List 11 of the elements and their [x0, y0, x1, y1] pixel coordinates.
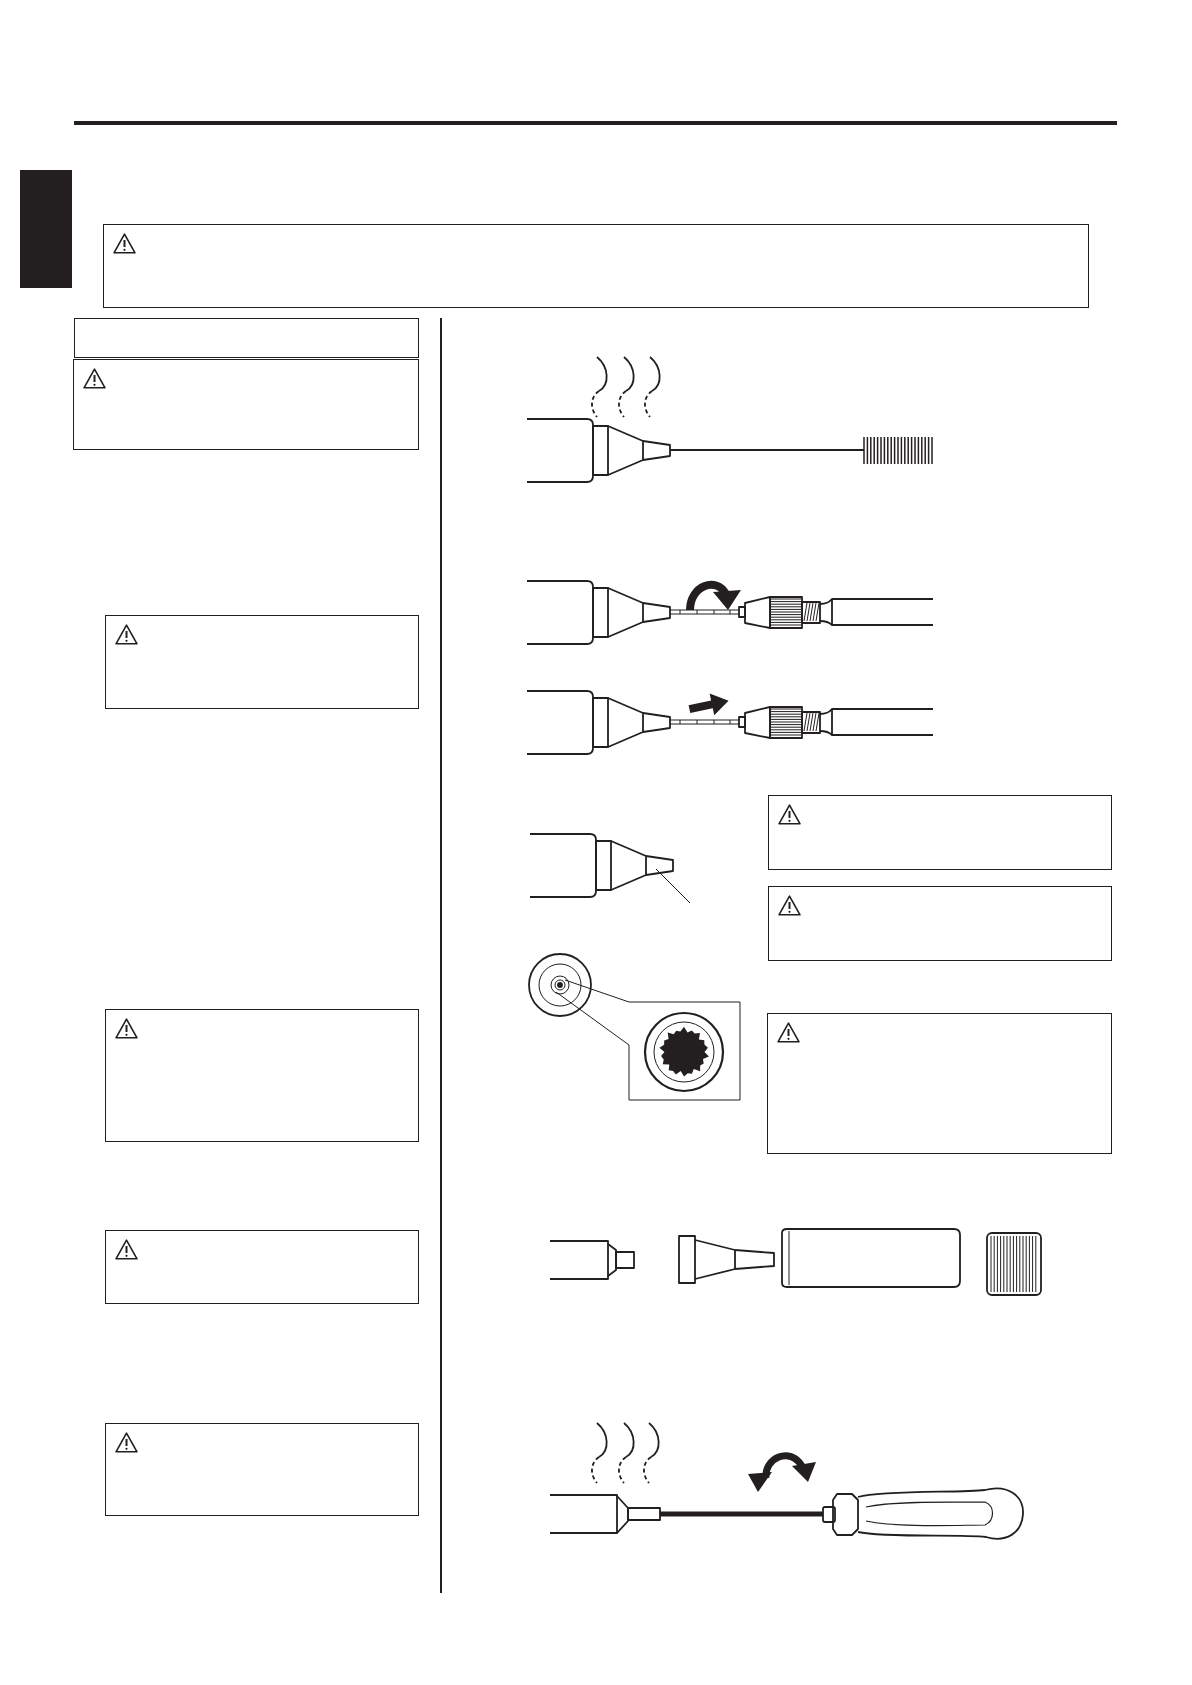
warning-box: [73, 359, 419, 450]
warning-box: [105, 1009, 419, 1142]
section-tab: [20, 170, 72, 288]
warning-box: [768, 886, 1112, 961]
warning-box: [105, 1230, 419, 1304]
warning-box: [105, 1423, 419, 1516]
warning-box: [768, 795, 1112, 870]
empty-frame: [74, 318, 419, 358]
warning-box: [767, 1013, 1112, 1154]
warning-box: [103, 224, 1089, 308]
warning-box: [105, 615, 419, 709]
